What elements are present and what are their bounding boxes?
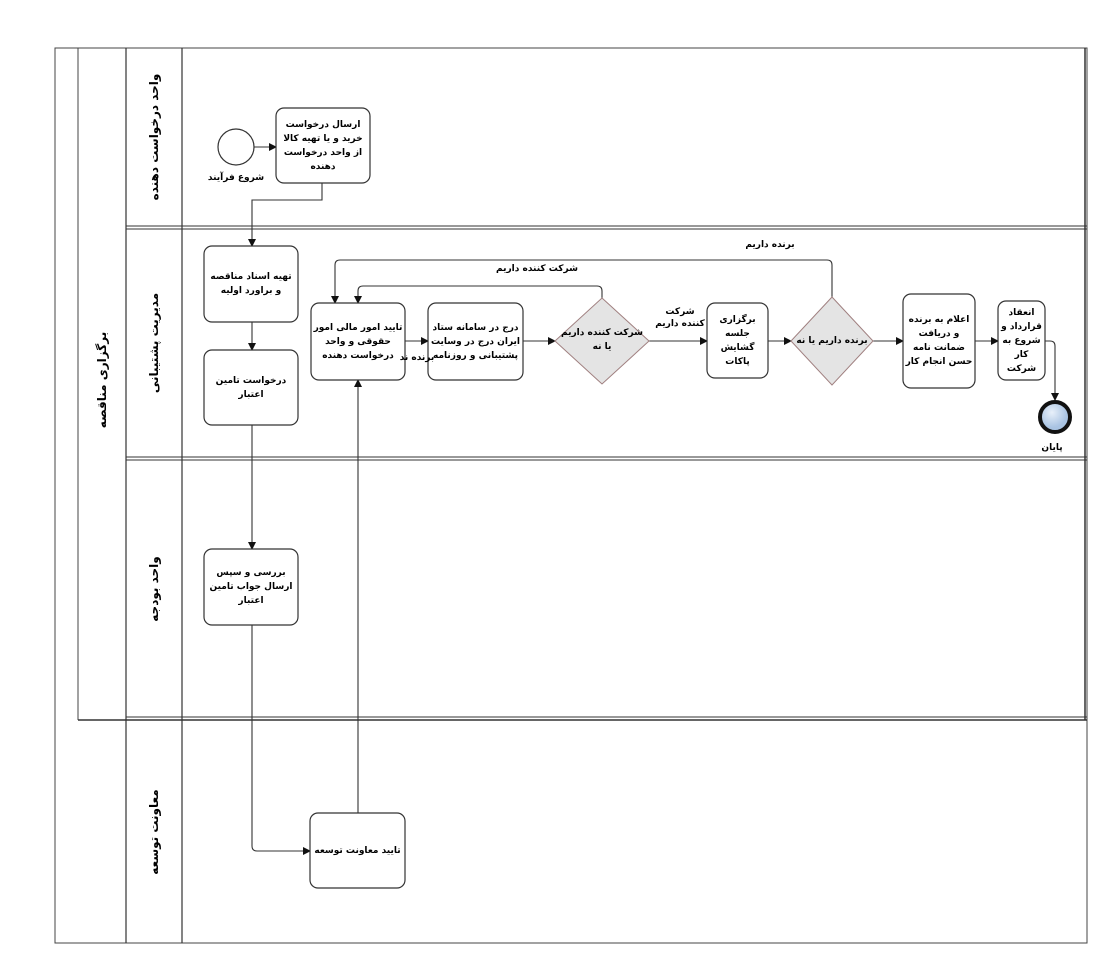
task-request-funding[interactable]: درخواست تامین اعتبار: [203, 349, 299, 426]
task-label: برگزاری جلسه گشایش پاکات: [719, 314, 756, 367]
gateway-label: شرکت کننده داریم یا نه: [561, 328, 643, 352]
end-event-label: پایان: [1041, 443, 1062, 453]
task-label: درخواست تامین اعتبار: [215, 375, 287, 400]
flow-label-winner-loop: برنده داریم: [745, 240, 794, 250]
flow-gw1-loop: [354, 285, 603, 304]
task-label: تایید امور مالی امور حقوقی و واحد درخواس…: [313, 322, 403, 361]
task-sign-contract[interactable]: انعقاد قرارداد و شروع به کار شرکت: [997, 300, 1046, 381]
gateway-participants[interactable]: شرکت کننده داریم یا نه: [554, 297, 650, 385]
task-request-purchase[interactable]: ارسال درخواست خرید و یا تهیه کالا از واح…: [275, 107, 371, 184]
start-event-label: شروع فرآیند: [208, 171, 264, 183]
task-prepare-tender-docs[interactable]: تهیه اسناد مناقصه و براورد اولیه: [203, 245, 299, 323]
task-notify-winner[interactable]: اعلام به برنده و دریافت ضمانت نامه حسن ا…: [902, 293, 976, 389]
gateway-label: برنده داریم یا نه: [796, 336, 868, 346]
task-publish-tender[interactable]: درج در سامانه ستاد ایران درج در وسایت پش…: [427, 302, 524, 381]
task-open-bids[interactable]: برگزاری جلسه گشایش پاکات: [706, 302, 769, 379]
task-label: بررسی و سپس ارسال جواب تامین اعتبار: [209, 568, 293, 606]
task-label: درج در سامانه ستاد ایران درج در وسایت پش…: [430, 322, 521, 361]
task-label: اعلام به برنده و دریافت ضمانت نامه حسن ا…: [905, 315, 973, 367]
flow-task1-task2: [248, 183, 323, 247]
flow-task10-end: [1045, 340, 1059, 401]
gateway-winner[interactable]: برنده داریم یا نه: [790, 296, 874, 386]
lane-label-support-management: مدیریت پشتیبانی: [147, 293, 161, 393]
task-review-funding[interactable]: بررسی و سپس ارسال جواب تامین اعتبار: [203, 548, 299, 626]
lane-label-requesting-unit: واحد درخواست دهنده: [147, 74, 162, 201]
end-event-icon: [1038, 400, 1072, 434]
task-label: ارسال درخواست خرید و یا تهیه کالا از واح…: [283, 119, 363, 172]
lane-label-budget-unit: واحد بودجه: [147, 556, 162, 621]
pool-frame: [54, 47, 1088, 944]
pool-label: برگزاری مناقصه: [95, 332, 109, 428]
task-label: تهیه اسناد مناقصه و براورد اولیه: [210, 272, 292, 296]
flow-gw2-loop: [331, 259, 833, 304]
flow-task4-task5: [251, 625, 311, 855]
start-event-icon: [217, 128, 255, 166]
lane-label-development-deputy: معاونت توسعه: [147, 789, 162, 874]
sequence-flows: [248, 143, 1059, 855]
task-label: انعقاد قرارداد و شروع به کار شرکت: [1001, 307, 1042, 374]
flow-label-participants-yes: شرکت کننده داریم: [655, 307, 705, 329]
task-label: تایید معاونت توسعه: [314, 845, 401, 856]
flow-label-no-winner: برنده ند: [400, 353, 435, 363]
task-finance-legal-approval[interactable]: تایید امور مالی امور حقوقی و واحد درخواس…: [310, 302, 406, 381]
flow-label-participants-loop: شرکت کننده داریم: [496, 264, 578, 274]
task-development-approval[interactable]: تایید معاونت توسعه: [309, 812, 406, 889]
